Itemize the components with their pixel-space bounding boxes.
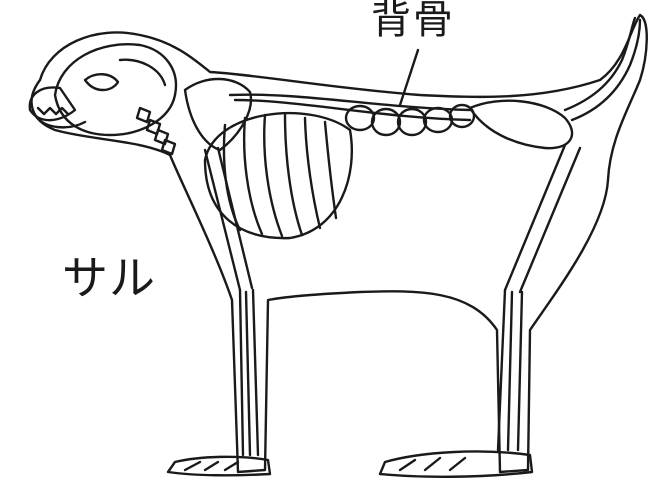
pelvis [470,101,572,148]
spine-leader-line [400,50,418,105]
body-outline [32,15,647,472]
scapula [185,79,251,150]
animal-label: サル [62,255,156,301]
spine-label: 背骨 [371,0,455,40]
rib-cage [205,113,352,238]
front-hand [168,457,270,476]
front-leg [168,148,270,475]
neck-vertebrae [137,108,175,154]
